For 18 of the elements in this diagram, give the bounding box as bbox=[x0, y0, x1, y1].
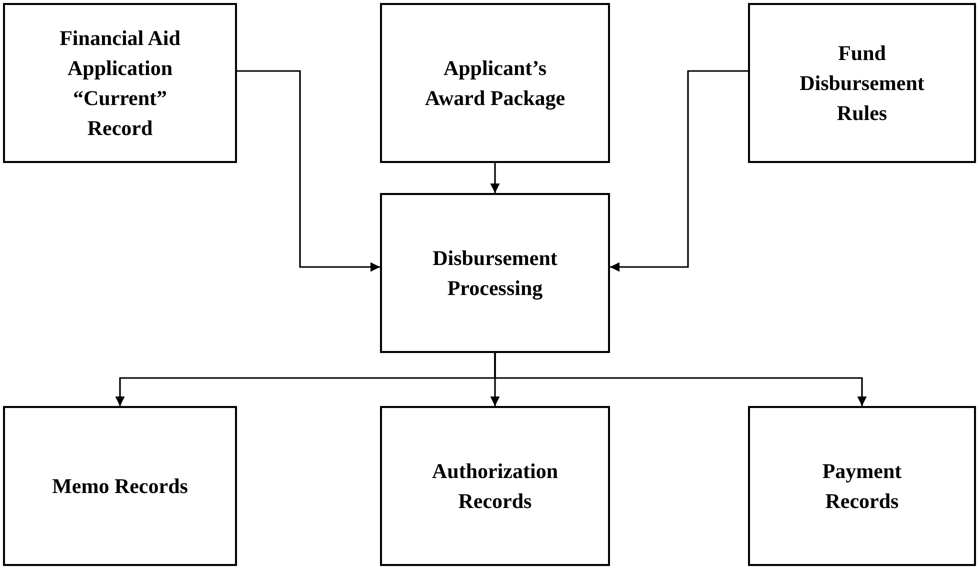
arrow bbox=[237, 70, 380, 272]
process-box bbox=[748, 406, 976, 566]
box-label: Memo Records bbox=[52, 473, 188, 500]
process-box bbox=[380, 3, 610, 163]
box-label: Financial Aid Application “Current” Record bbox=[58, 25, 182, 142]
arrow bbox=[610, 70, 748, 272]
process-box bbox=[380, 406, 610, 566]
box-label: Authorization Records bbox=[431, 458, 559, 515]
box-label: Payment Records bbox=[821, 458, 903, 515]
process-box bbox=[3, 3, 237, 163]
box-label: Disbursement Processing bbox=[432, 245, 558, 302]
process-box bbox=[380, 193, 610, 353]
process-box bbox=[748, 3, 976, 163]
process-box bbox=[3, 406, 237, 566]
arrow bbox=[494, 353, 867, 406]
box-label: Applicant’s Award Package bbox=[424, 55, 566, 112]
box-label: Fund Disbursement Rules bbox=[798, 40, 926, 127]
arrow bbox=[490, 163, 500, 193]
